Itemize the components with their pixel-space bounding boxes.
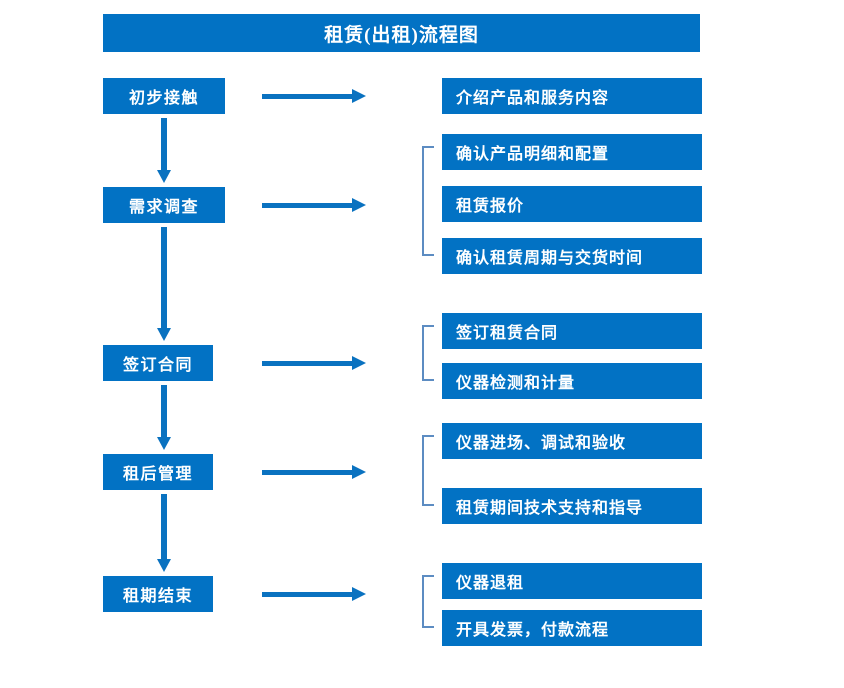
arrow-head-right-icon (352, 587, 366, 601)
group-bracket-zuhou-guanli (422, 435, 434, 506)
arrow-shaft (161, 494, 167, 559)
detail-box-9[interactable]: 仪器退租 (442, 563, 702, 599)
arrow-head-right-icon (352, 89, 366, 103)
flow-arrow-4 (157, 494, 171, 572)
group-bracket-xuqiu-diaocha (422, 146, 434, 256)
arrow-shaft (161, 227, 167, 328)
stage-box-zuhou-guanli[interactable]: 租后管理 (103, 454, 213, 490)
link-arrow-2 (262, 198, 366, 212)
arrow-shaft (262, 470, 354, 475)
detail-box-6[interactable]: 仪器检测和计量 (442, 363, 702, 399)
stage-box-xuqiu-diaocha[interactable]: 需求调查 (103, 187, 225, 223)
arrow-shaft (161, 385, 167, 437)
arrow-head-right-icon (352, 356, 366, 370)
diagram-title: 租赁(出租)流程图 (103, 14, 700, 52)
detail-box-10[interactable]: 开具发票，付款流程 (442, 610, 702, 646)
detail-box-3[interactable]: 租赁报价 (442, 186, 702, 222)
detail-box-7[interactable]: 仪器进场、调试和验收 (442, 423, 702, 459)
arrow-head-down-icon (157, 328, 171, 341)
detail-box-8[interactable]: 租赁期间技术支持和指导 (442, 488, 702, 524)
detail-box-2[interactable]: 确认产品明细和配置 (442, 134, 702, 170)
arrow-shaft (262, 203, 354, 208)
arrow-head-right-icon (352, 198, 366, 212)
arrow-head-down-icon (157, 559, 171, 572)
arrow-shaft (161, 118, 167, 170)
detail-box-1[interactable]: 介绍产品和服务内容 (442, 78, 702, 114)
arrow-head-right-icon (352, 465, 366, 479)
flow-arrow-2 (157, 227, 171, 341)
arrow-shaft (262, 361, 354, 366)
detail-box-4[interactable]: 确认租赁周期与交货时间 (442, 238, 702, 274)
link-arrow-1 (262, 89, 366, 103)
group-bracket-qianding-hetong (422, 325, 434, 381)
flow-arrow-1 (157, 118, 171, 183)
arrow-head-down-icon (157, 170, 171, 183)
link-arrow-3 (262, 356, 366, 370)
link-arrow-5 (262, 587, 366, 601)
flow-arrow-3 (157, 385, 171, 450)
stage-box-qianding-hetong[interactable]: 签订合同 (103, 345, 213, 381)
arrow-shaft (262, 592, 354, 597)
arrow-head-down-icon (157, 437, 171, 450)
group-bracket-zuqi-jieshu (422, 575, 434, 628)
stage-box-zuqi-jieshu[interactable]: 租期结束 (103, 576, 213, 612)
link-arrow-4 (262, 465, 366, 479)
stage-box-chubu-jiechu[interactable]: 初步接触 (103, 78, 225, 114)
detail-box-5[interactable]: 签订租赁合同 (442, 313, 702, 349)
arrow-shaft (262, 94, 354, 99)
